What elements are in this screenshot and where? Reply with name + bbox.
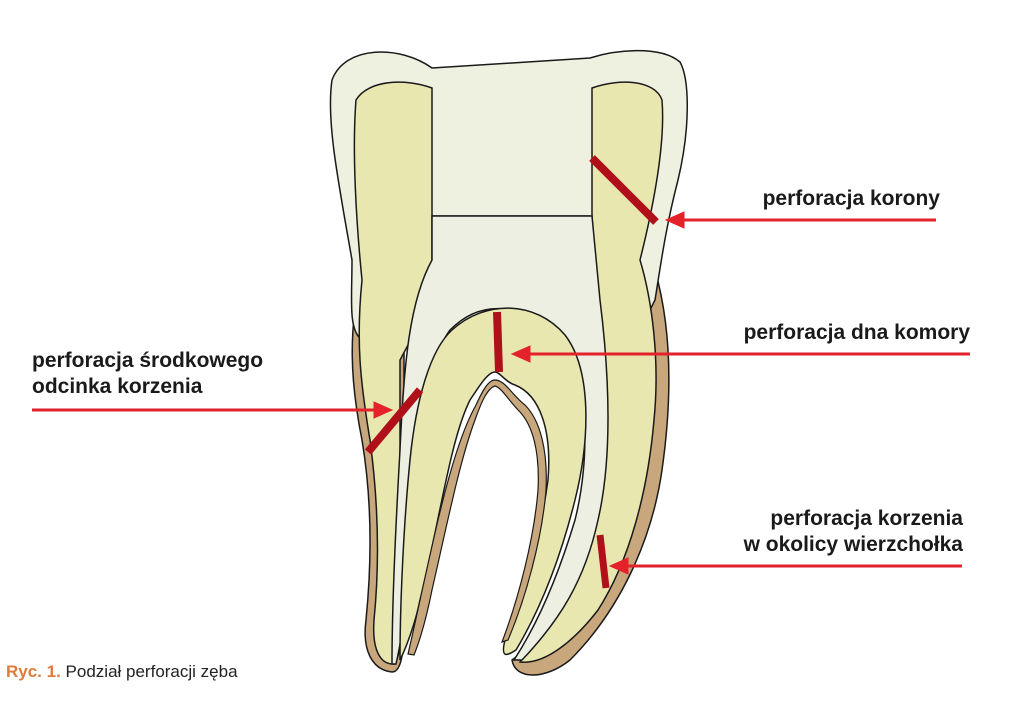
dentin-left-root xyxy=(353,81,433,665)
arrow-chamber-floor xyxy=(510,345,970,363)
arrow-crown xyxy=(664,211,936,229)
figure-number: Ryc. 1. xyxy=(6,662,61,681)
figure-caption: Ryc. 1. Podział perforacji zęba xyxy=(6,662,238,682)
arrow-mid-root xyxy=(32,401,394,419)
perforation-crown xyxy=(589,155,659,225)
label-crown-perforation: perforacja korony xyxy=(762,187,940,210)
perforation-apex xyxy=(596,534,610,589)
label-apex-line2: w okolicy wierzchołka xyxy=(743,533,963,556)
label-chamber-floor-perforation: perforacja dna komory xyxy=(743,321,970,344)
perforation-chamber-floor xyxy=(493,311,503,373)
furcation-dentin xyxy=(399,307,587,661)
label-apex-line1: perforacja korzenia xyxy=(770,507,963,530)
furcation-cementum xyxy=(407,379,547,656)
label-mid-root-line1: perforacja środkowego xyxy=(32,349,264,372)
label-mid-root-line2: odcinka korzenia xyxy=(32,375,203,398)
figure-caption-text: Podział perforacji zęba xyxy=(65,662,238,681)
perforation-mid-root xyxy=(364,387,424,455)
arrow-apex xyxy=(608,557,962,575)
label-apex-perforation: perforacja korzenia w okolicy wierzchołk… xyxy=(680,506,963,558)
label-mid-root-perforation: perforacja środkowego odcinka korzenia xyxy=(32,348,263,400)
